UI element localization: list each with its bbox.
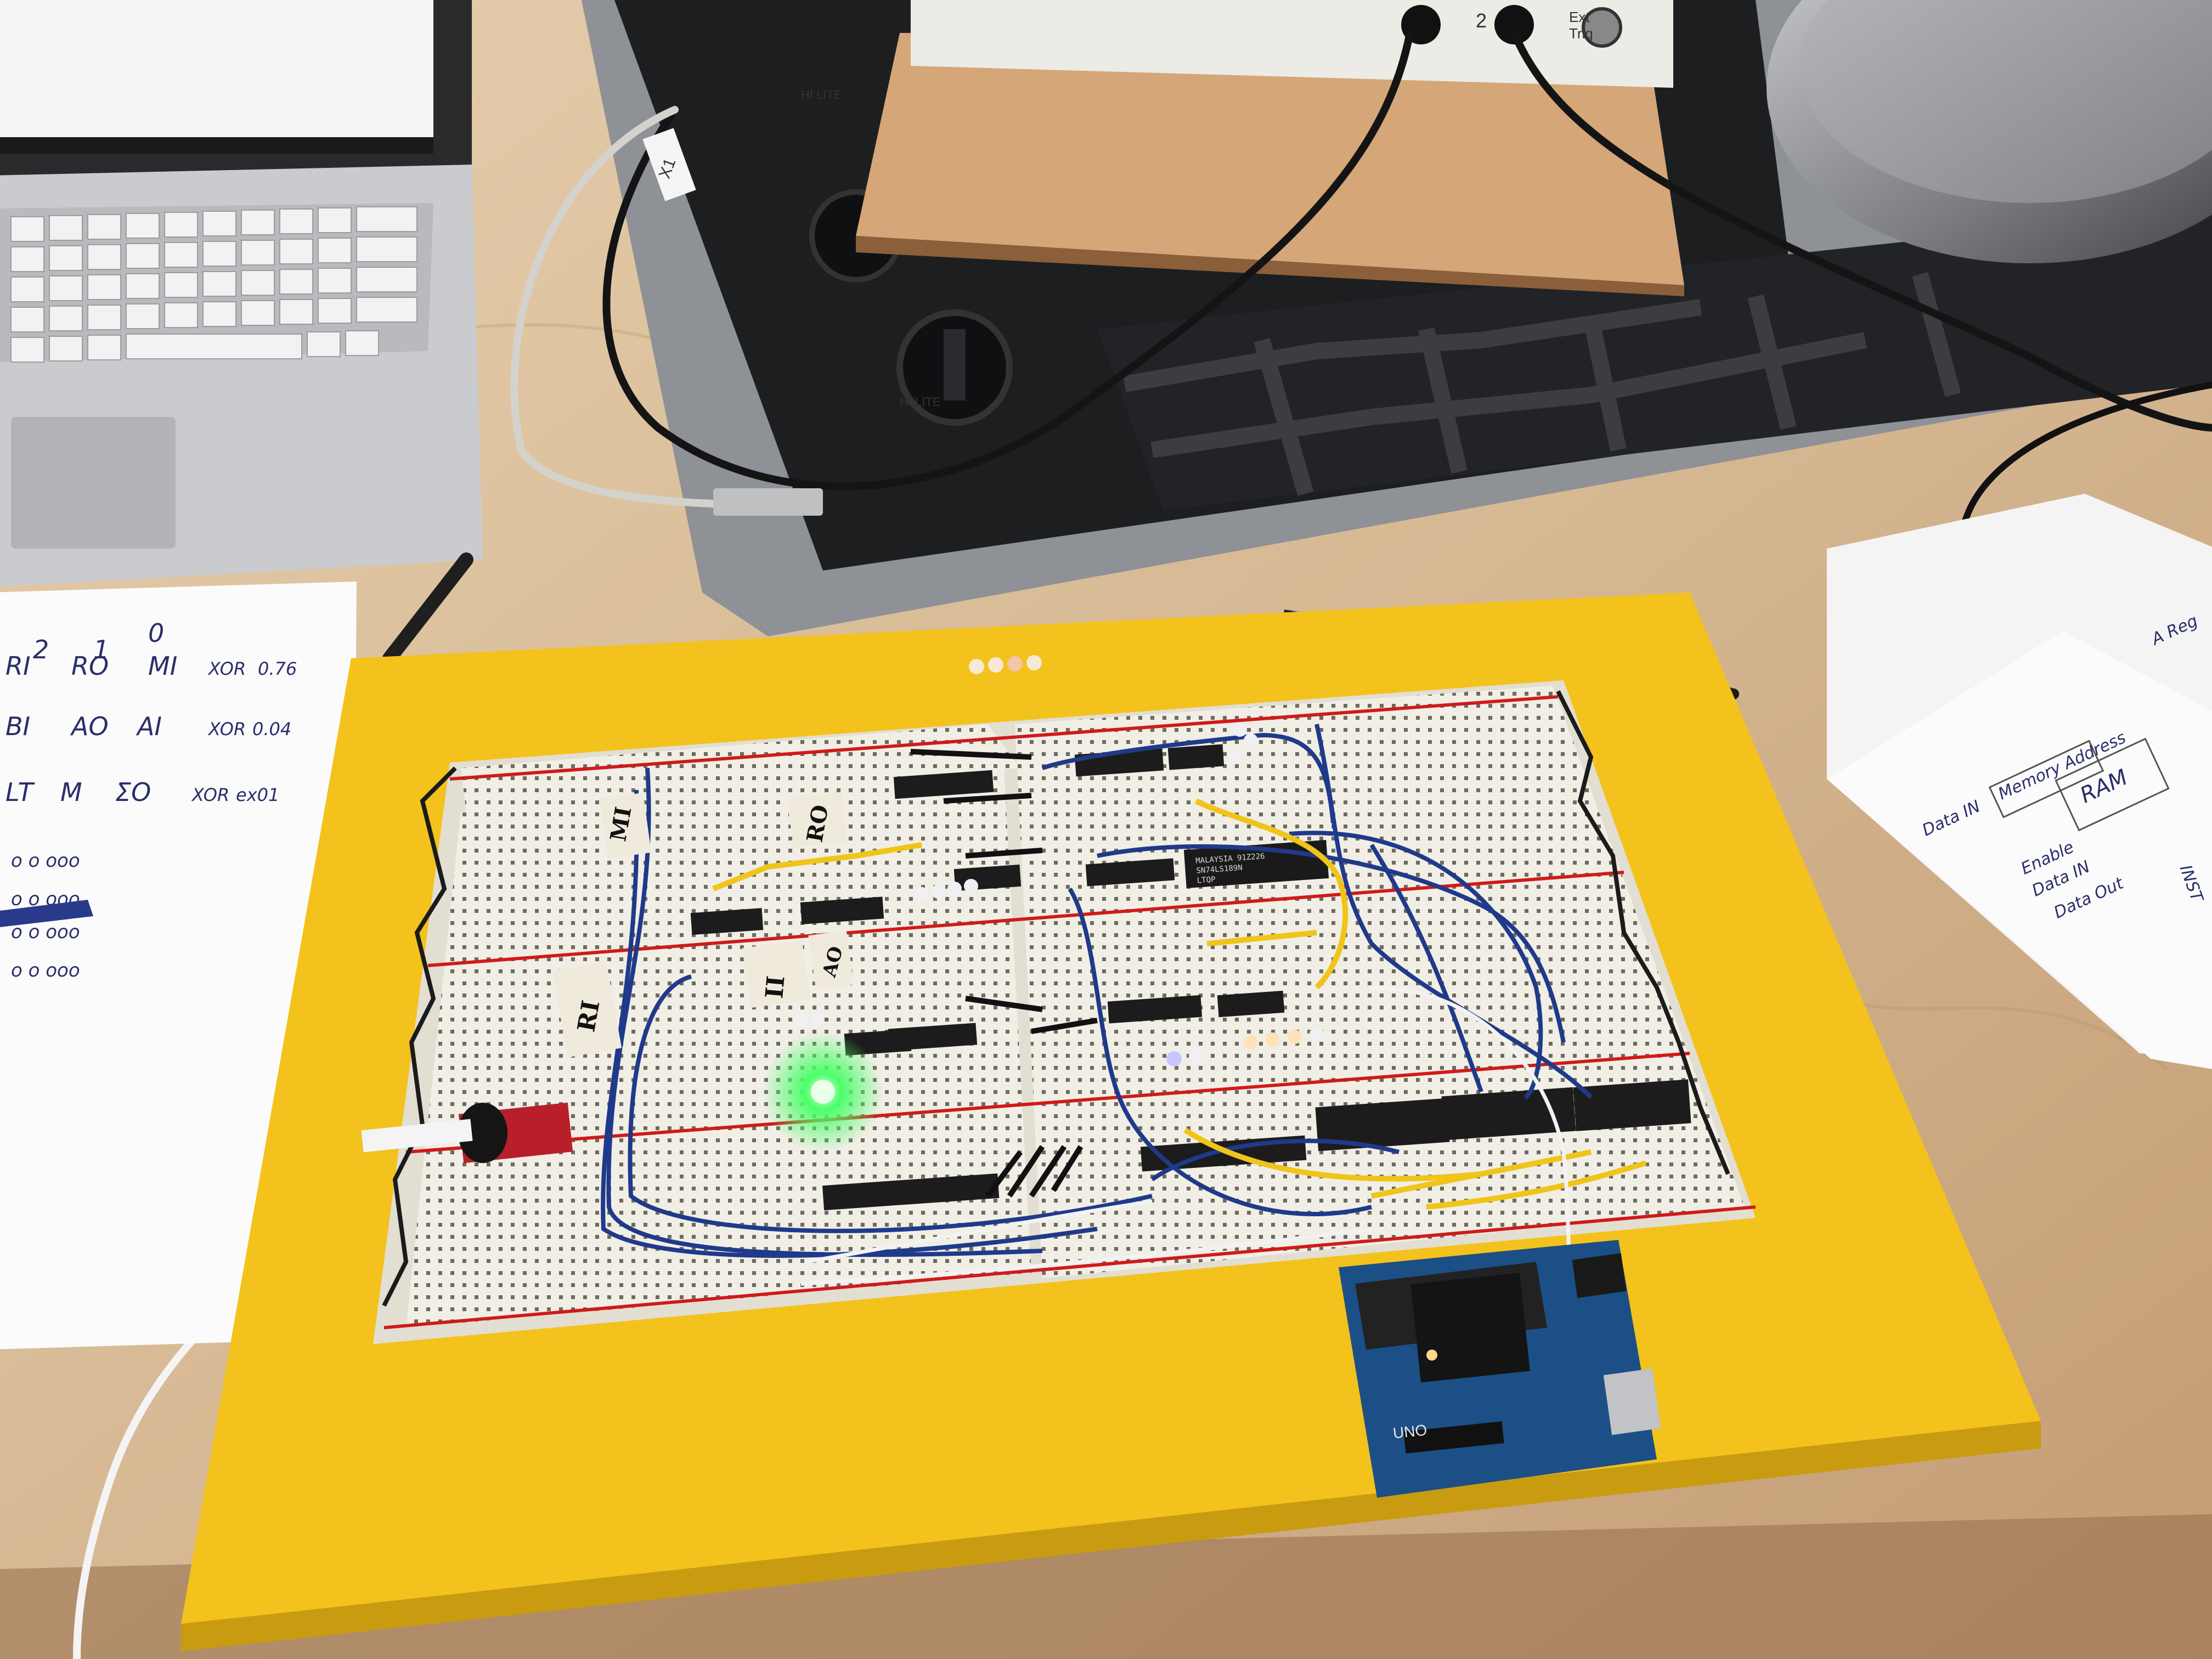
tape-label-mi: MI [599,792,652,859]
note-bi: BI [5,712,30,741]
arduino-uno: UNO [1339,1240,1661,1498]
usb-plug [713,488,823,516]
tape-label-ri: RI [552,961,622,1058]
scope-channel-label: 2 [1476,9,1487,32]
knob-label: HI LITE [900,395,941,409]
svg-text:RI: RI [572,998,605,1034]
ic-chips [690,744,1691,1211]
note-xor-3: XOR [191,785,229,805]
laptop [0,0,483,586]
note-dots-1: o o ooo [11,850,80,872]
tape-label-ii: II [742,939,811,1008]
tape-label-ro: RO [787,792,848,849]
svg-text:MI: MI [605,805,636,843]
note-ao: AO [70,712,109,741]
screwdriver [382,552,473,665]
led-green [811,1080,835,1104]
scope-ext-label: Ext [1569,9,1590,25]
tape-label-ao: AO [808,930,854,990]
note-lt: LT [5,777,36,807]
note-ri: RI [5,651,31,681]
note-ai: AI [136,712,162,741]
cable-tag [642,128,696,201]
trackpad [11,417,176,549]
power-jack [361,1102,573,1164]
note-bit-1: 1 [93,635,109,664]
oscilloscope: Ext Trig 2 [911,0,1673,88]
note-bit-0: 0 [148,618,164,648]
diagram-paper: Memory Address RAM Data IN Enable Data I… [1827,494,2212,1069]
arduino-label: UNO [1392,1421,1427,1442]
note-value-3: ex01 [236,785,279,805]
keyboard [10,206,417,363]
blue-wires [601,724,1593,1258]
note-xor-1: XOR [207,658,246,679]
svg-text:SN74LS189N: SN74LS189N [1196,864,1243,876]
knob-label-2: HI LITE [801,88,842,101]
yellow-wires [712,798,1647,1210]
note-dots-3: o o ooo [11,921,80,943]
breadboard-assembly: MALAYSIA 91Z226 SN74LS189N LTQP [373,655,1756,1344]
note-sum: ΣO [115,777,151,807]
note-m: M [60,777,82,807]
leds [763,655,1324,1152]
note-value-2: 0.04 [252,719,291,740]
note-value-1: 0.76 [258,658,297,679]
svg-text:RO: RO [802,803,833,844]
note-xor-2: XOR [207,719,246,740]
wooden-board [856,33,1684,285]
note-mi: MI [148,651,177,681]
svg-text:LTQP: LTQP [1197,875,1216,885]
svg-text:II: II [760,975,790,1000]
note-dots-4: o o ooo [11,960,80,981]
scope-trig-label: Trig [1569,25,1593,42]
note-bit-2: 2 [33,635,49,664]
note-ro: RO [71,651,109,681]
